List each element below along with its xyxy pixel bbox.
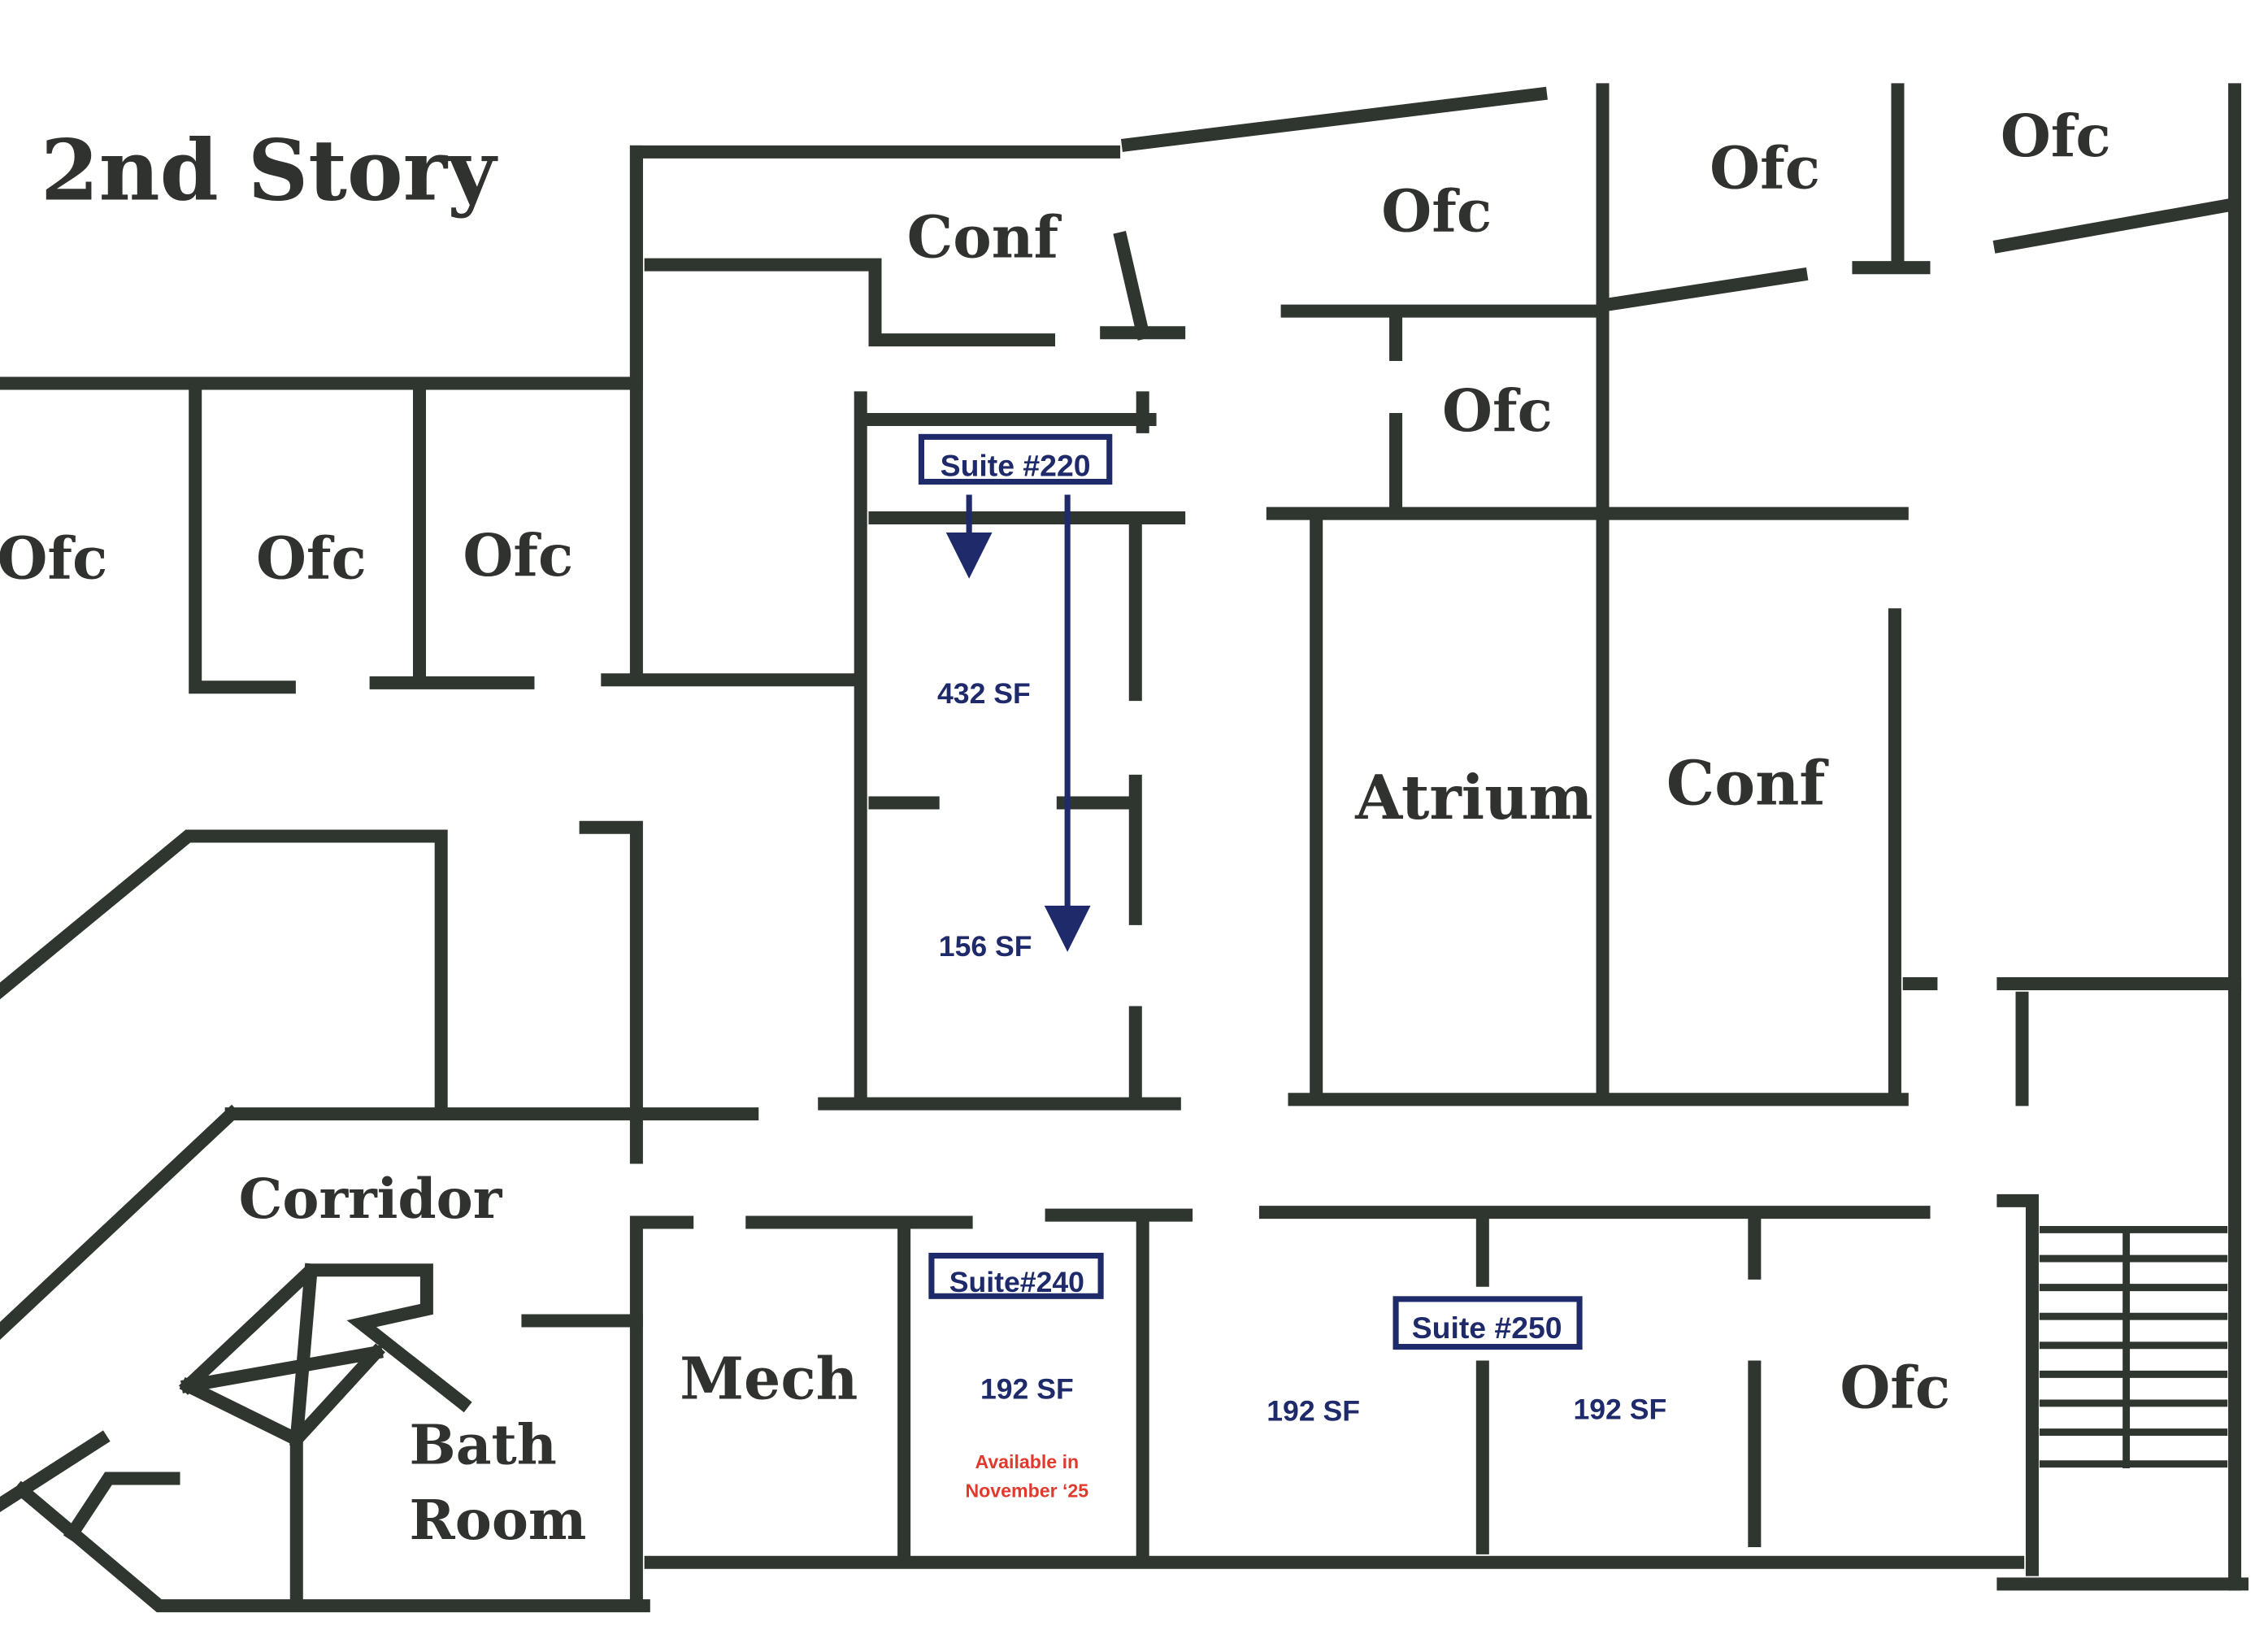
room-ofc-top-1: Ofc <box>1381 177 1492 246</box>
room-ofc-top-2: Ofc <box>1710 133 1820 202</box>
room-ofc-bottom: Ofc <box>1840 1353 1950 1421</box>
room-ofc-left-3: Ofc <box>463 521 573 589</box>
room-ofc-left-2: Ofc <box>256 524 367 593</box>
room-conf-right: Conf <box>1666 747 1830 819</box>
suite-240: Suite#240 192 SF Available in November ‘… <box>928 1252 1104 1502</box>
suite-250-label-box <box>1393 1296 1583 1350</box>
availability-note-1: Available in <box>975 1451 1079 1472</box>
suite-220: Suite #220 432 SF 156 SF <box>918 433 1113 963</box>
room-corridor: Corridor <box>239 1167 503 1231</box>
room-mech: Mech <box>680 1345 858 1413</box>
floor-title: 2nd Story <box>41 122 498 220</box>
room-ofc-left-1: Ofc <box>0 524 107 593</box>
room-ofc-mid: Ofc <box>1442 376 1553 445</box>
suite-220-area-432: 432 SF <box>937 677 1031 710</box>
room-room: Room <box>410 1488 587 1552</box>
room-ofc-top-3: Ofc <box>2001 102 2111 170</box>
suite-250: Suite #250 192 SF 192 SF <box>1267 1296 1666 1427</box>
suite-250-area-1: 192 SF <box>1267 1394 1360 1427</box>
suite-240-label: Suite#240 <box>949 1266 1084 1298</box>
suite-250-area-2: 192 SF <box>1573 1393 1666 1426</box>
availability-note-2: November ‘25 <box>965 1480 1088 1502</box>
room-conf-top: Conf <box>907 203 1062 272</box>
suite-220-label-box <box>918 433 1113 485</box>
suite-250-label: Suite #250 <box>1412 1311 1562 1345</box>
walls <box>0 83 2248 1613</box>
suite-220-label: Suite #220 <box>941 448 1091 482</box>
suite-220-area-156: 156 SF <box>939 930 1032 963</box>
room-bath: Bath <box>410 1413 557 1477</box>
room-atrium: Atrium <box>1354 762 1592 833</box>
bath-fixture <box>178 1263 472 1448</box>
suite-240-label-box <box>928 1252 1104 1299</box>
suite-240-area: 192 SF <box>980 1373 1074 1406</box>
stairs <box>2039 1226 2228 1469</box>
